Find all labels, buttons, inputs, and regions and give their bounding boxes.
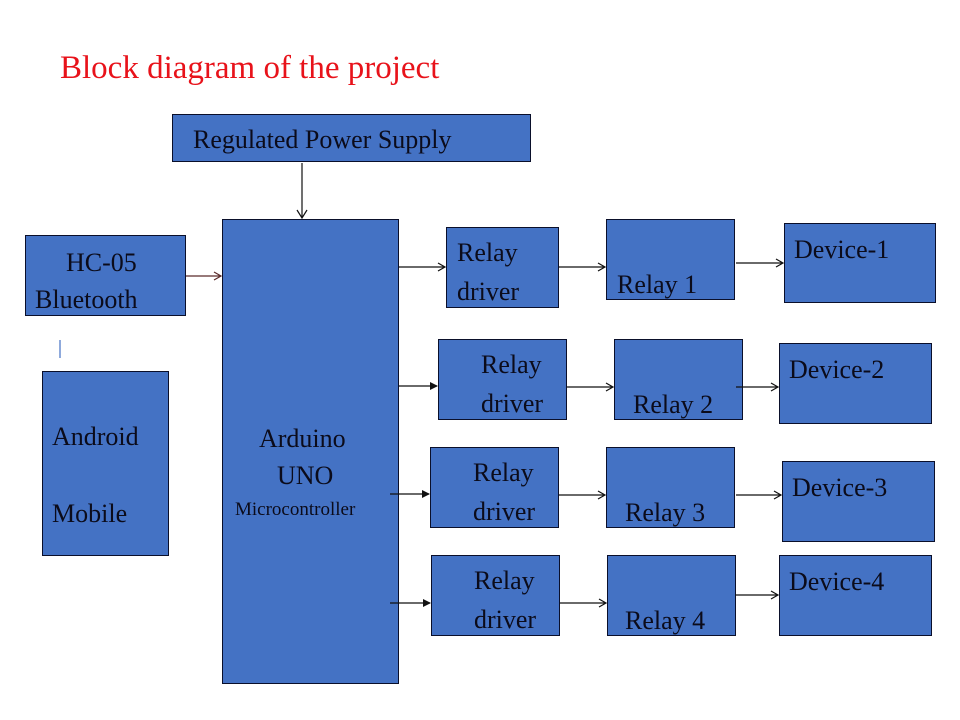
arrow-relay-4-to-device-4 [735, 590, 780, 600]
relay-driver-label: driver [481, 389, 544, 418]
device-label: Device-1 [794, 235, 890, 264]
relay-label: Relay 1 [617, 270, 698, 299]
device-label: Device-4 [789, 567, 885, 596]
power-supply-block: Regulated Power Supply [172, 114, 531, 162]
device-label: Device-3 [792, 473, 888, 502]
relay-label: Relay 4 [625, 606, 706, 635]
arrow-driver-2-to-relay-2 [567, 382, 615, 392]
uno-label: UNO [277, 461, 334, 490]
relay-2-block: Relay 2 [614, 339, 743, 420]
relay-driver-1-block: Relay driver [446, 227, 559, 308]
diagram-title: Block diagram of the project [60, 50, 440, 86]
arrowhead-driver-2 [430, 382, 438, 390]
device-1-block: Device-1 [784, 223, 936, 303]
arduino-label: Arduino [259, 424, 346, 453]
relay-1-block: Relay 1 [606, 219, 735, 300]
relay-label: Relay 3 [625, 498, 706, 527]
arrow-arduino-to-driver-1 [399, 262, 447, 272]
arrow-power-to-arduino [296, 163, 308, 220]
arrow-relay-3-to-device-3 [736, 490, 783, 500]
relay-driver-label: driver [474, 605, 537, 634]
arrowhead-driver-3 [422, 490, 430, 498]
power-supply-label: Regulated Power Supply [193, 125, 452, 154]
arrow-driver-1-to-relay-1 [559, 262, 607, 272]
relay-4-block: Relay 4 [607, 555, 736, 636]
device-3-block: Device-3 [782, 461, 935, 542]
hc05-label: HC-05 [66, 248, 137, 277]
arrow-bluetooth-to-arduino [186, 271, 223, 281]
relay-driver-label: Relay [481, 350, 542, 379]
device-4-block: Device-4 [779, 555, 932, 636]
arduino-uno-block: Arduino UNO Microcontroller [222, 219, 399, 684]
hc05-bluetooth-block: HC-05 Bluetooth [25, 235, 186, 316]
relay-driver-2-block: Relay driver [438, 339, 567, 420]
arrowhead-driver-4 [423, 599, 431, 607]
mobile-label: Mobile [52, 499, 128, 528]
arrow-relay-2-to-device-2 [736, 382, 780, 392]
relay-driver-label: Relay [473, 458, 534, 487]
arrow-driver-3-to-relay-3 [559, 490, 607, 500]
bluetooth-label: Bluetooth [35, 285, 138, 314]
arrow-relay-1-to-device-1 [736, 258, 785, 268]
relay-driver-label: driver [473, 497, 536, 526]
device-2-block: Device-2 [779, 343, 932, 424]
relay-driver-4-block: Relay driver [431, 555, 560, 636]
android-label: Android [52, 422, 139, 451]
android-mobile-block: Android Mobile [42, 371, 169, 556]
relay-label: Relay 2 [633, 390, 714, 419]
device-label: Device-2 [789, 355, 885, 384]
relay-driver-3-block: Relay driver [430, 447, 559, 528]
relay-3-block: Relay 3 [606, 447, 735, 528]
microcontroller-label: Microcontroller [235, 499, 356, 520]
relay-driver-label: driver [457, 277, 520, 306]
arrow-driver-4-to-relay-4 [560, 598, 608, 608]
relay-driver-label: Relay [457, 238, 518, 267]
relay-driver-label: Relay [474, 566, 535, 595]
